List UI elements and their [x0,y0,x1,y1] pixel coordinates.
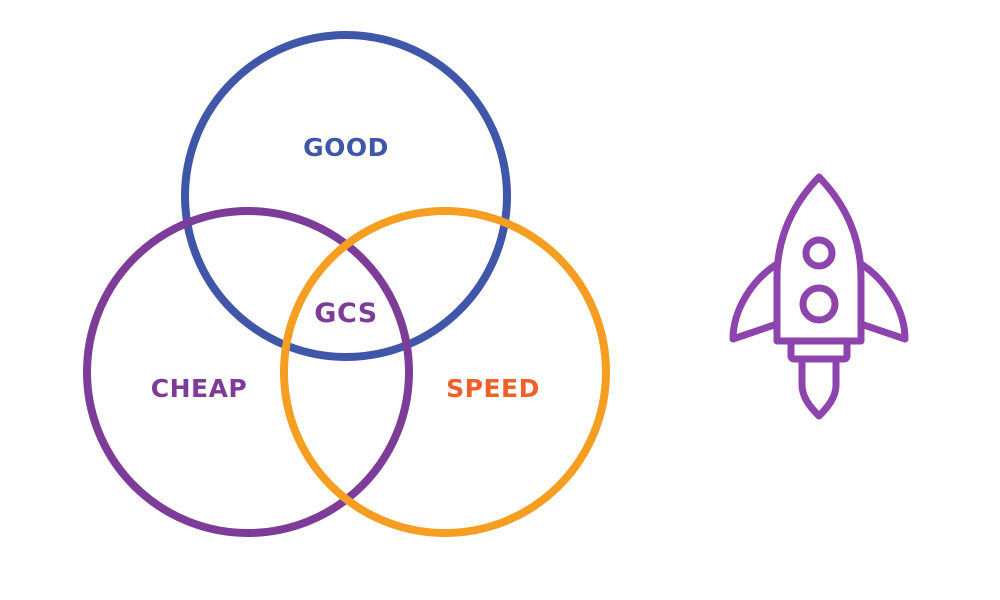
label-good: GOOD [303,133,389,162]
label-cheap: CHEAP [151,374,248,403]
circle-good [181,31,511,361]
circle-speed [280,207,610,537]
circle-cheap [83,207,413,537]
label-intersection: GCS [314,298,377,329]
label-speed: SPEED [446,374,540,403]
rocket-icon [729,173,909,420]
